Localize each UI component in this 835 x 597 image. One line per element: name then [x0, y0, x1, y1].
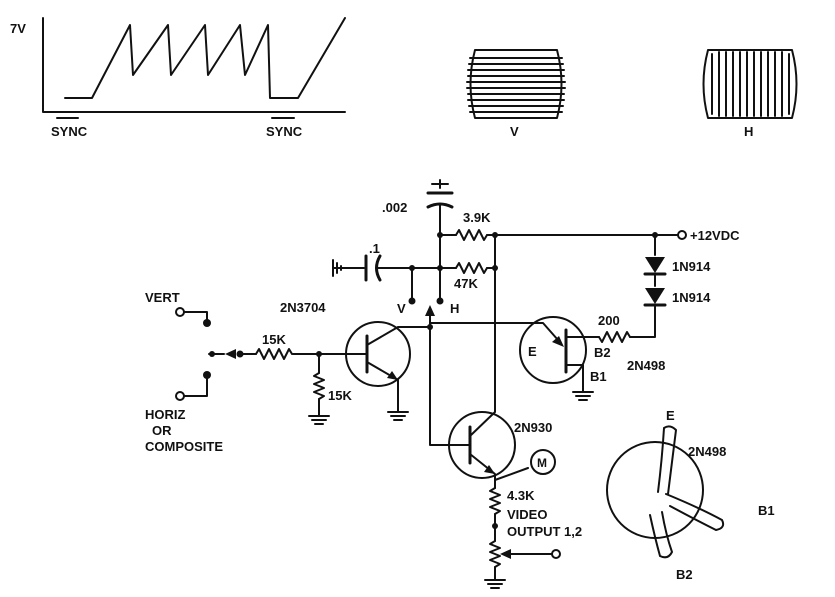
- meter-symbol: [530, 449, 556, 475]
- pinout-e-label: E: [666, 408, 675, 423]
- q1-label: 2N3704: [280, 300, 326, 315]
- ground-ujt: [572, 391, 594, 401]
- resistor-4-3k: [489, 487, 501, 515]
- ujt-2n498: E B2 B1 2N498: [429, 316, 665, 401]
- switch-v-contact: [408, 297, 416, 305]
- r-series-label: 15K: [262, 332, 286, 347]
- diode2-label: 1N914: [672, 290, 711, 305]
- ujt-b1-label: B1: [590, 369, 607, 384]
- diode-1: [645, 257, 665, 273]
- resistor-3-9k: [455, 229, 488, 241]
- ujt-b2-label: B2: [594, 345, 611, 360]
- sync-left-label: SYNC: [51, 124, 88, 139]
- sawtooth-waveform: 7V SYNC SYNC: [10, 17, 346, 139]
- raster-v: V: [466, 49, 566, 139]
- ujt-label: 2N498: [627, 358, 665, 373]
- supply-terminal: [677, 230, 687, 240]
- ujt-pinout: E 2N498 B1 B2: [606, 408, 775, 582]
- input-horiz-label-2: OR: [152, 423, 172, 438]
- diode1-label: 1N914: [672, 259, 711, 274]
- q3-label: 2N930: [514, 420, 552, 435]
- pinout-b1-label: B1: [758, 503, 775, 518]
- c-large-label: .1: [369, 241, 380, 256]
- resistor-15k-shunt: [313, 372, 325, 400]
- input-horiz-label-3: COMPOSITE: [145, 439, 223, 454]
- input-network: 15K 15K: [242, 332, 352, 425]
- output-label-2: OUTPUT 1,2: [507, 524, 582, 539]
- resistor-47k: [455, 262, 488, 274]
- ujt-e-label: E: [528, 344, 537, 359]
- r-mid-label: 47K: [454, 276, 478, 291]
- sync-right-label: SYNC: [266, 124, 303, 139]
- output-terminal: [551, 549, 561, 559]
- input-vert-terminal: [175, 307, 185, 317]
- switch-v-label: V: [397, 301, 406, 316]
- supply-rail: +12VDC 1N914 1N914 200: [582, 228, 740, 343]
- raster-h: H: [702, 49, 798, 139]
- pin-b1: [665, 493, 725, 531]
- ground-shunt: [308, 415, 330, 425]
- switch-arrow: [425, 305, 435, 316]
- pin-e: [657, 425, 677, 495]
- timing-network: .002 3.9K .1 47K V H: [332, 179, 656, 446]
- switch-h-contact: [436, 297, 444, 305]
- output-pot: [489, 540, 501, 568]
- output-network: 4.3K VIDEO OUTPUT 1,2: [484, 487, 582, 589]
- transistor-q1: 2N3704: [280, 300, 431, 421]
- waveform-amplitude-label: 7V: [10, 21, 26, 36]
- diode-2: [645, 288, 665, 304]
- input-vert-label: VERT: [145, 290, 180, 305]
- ground-q1: [387, 411, 409, 421]
- waveform-trace: [64, 17, 346, 99]
- raster-v-label: V: [510, 124, 519, 139]
- input-horiz-label-1: HORIZ: [145, 407, 186, 422]
- c-small-label: .002: [382, 200, 407, 215]
- resistor-15k-series: [255, 348, 293, 360]
- switch-h-label: H: [450, 301, 459, 316]
- pin-b2: [649, 511, 673, 559]
- meter-label: M: [537, 456, 547, 470]
- pinout-b2-label: B2: [676, 567, 693, 582]
- r-shunt-label: 15K: [328, 388, 352, 403]
- output-label-1: VIDEO: [507, 507, 547, 522]
- input-selector: VERT HORIZ OR COMPOSITE: [145, 290, 244, 454]
- ujt-package: [606, 441, 704, 539]
- selector-arrow: [225, 349, 236, 359]
- pinout-part-label: 2N498: [688, 444, 726, 459]
- raster-h-label: H: [744, 124, 753, 139]
- input-horiz-terminal: [175, 391, 185, 401]
- resistor-200: [598, 331, 631, 343]
- transistor-q3: 2N930 M: [448, 407, 556, 489]
- pot-wiper-arrow: [500, 549, 511, 559]
- r-top-label: 3.9K: [463, 210, 491, 225]
- waveform-axes: [42, 17, 346, 113]
- r-emitter-label: 4.3K: [507, 488, 535, 503]
- supply-label: +12VDC: [690, 228, 740, 243]
- r-200-label: 200: [598, 313, 620, 328]
- ground-output: [484, 579, 506, 589]
